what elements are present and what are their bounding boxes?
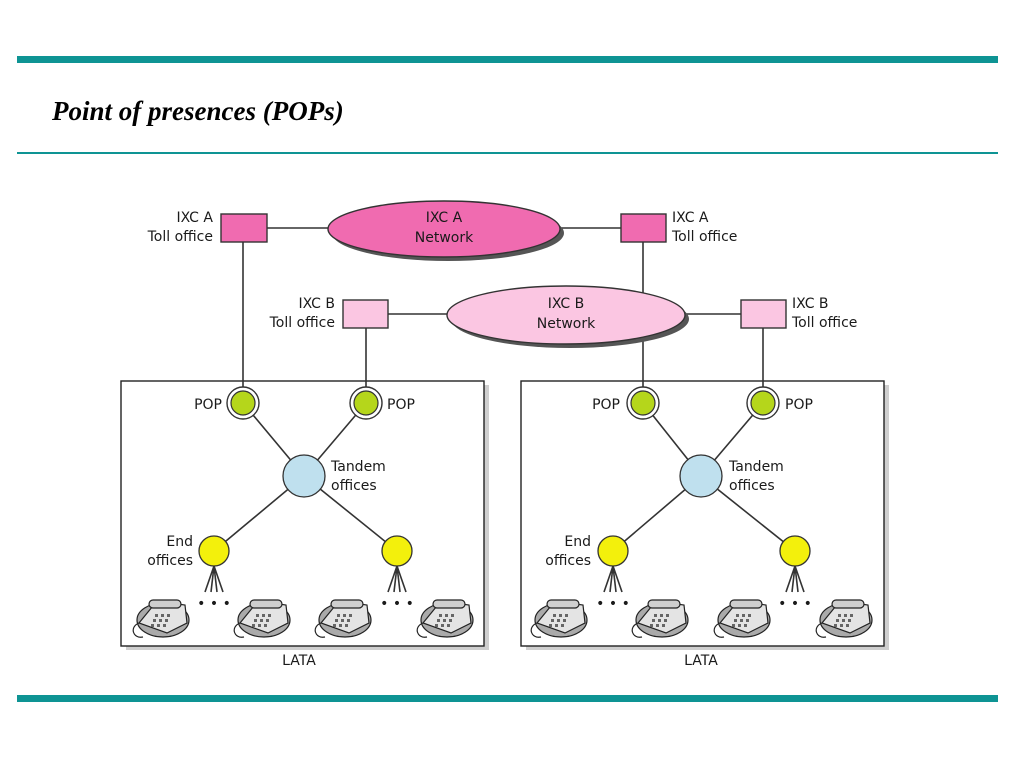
toll-office-label-2: Toll office bbox=[147, 229, 213, 245]
end-office-right-a: End offices bbox=[545, 534, 629, 569]
end-office-label-1: End bbox=[564, 534, 591, 550]
tandem-label-2: offices bbox=[729, 478, 775, 494]
toll-office-label-1: IXC A bbox=[176, 210, 213, 226]
slide-title: Point of presences (POPs) bbox=[52, 96, 344, 126]
tandem-office-right: Tandem offices bbox=[679, 454, 784, 498]
tandem-label-2: offices bbox=[331, 478, 377, 494]
toll-office-label-2: Toll office bbox=[269, 315, 335, 331]
ixc-a-toll-office-right: IXC A Toll office bbox=[620, 210, 737, 245]
end-office-right-b bbox=[779, 535, 811, 567]
tandem-label-1: Tandem bbox=[330, 459, 386, 475]
lata-left bbox=[120, 380, 489, 650]
toll-office-label-1: IXC B bbox=[792, 296, 829, 312]
pop-label: POP bbox=[387, 397, 415, 413]
pop-node: POP bbox=[194, 386, 260, 420]
ixc-a-toll-office-left: IXC A Toll office bbox=[147, 210, 268, 245]
end-office-left-b bbox=[381, 535, 413, 567]
ixc-a-network-label-1: IXC A bbox=[426, 210, 463, 226]
ixc-a-network: IXC A Network bbox=[327, 200, 564, 261]
pop-label: POP bbox=[194, 397, 222, 413]
end-office-label-2: offices bbox=[545, 553, 591, 569]
toll-office-label-2: Toll office bbox=[671, 229, 737, 245]
ixc-b-toll-office-left: IXC B Toll office bbox=[269, 296, 389, 331]
lata-right bbox=[520, 380, 889, 650]
top-accent-bar bbox=[17, 56, 998, 63]
more-phones-ellipsis: • • • bbox=[380, 596, 414, 612]
ixc-b-network: IXC B Network bbox=[446, 285, 689, 348]
end-office-label-1: End bbox=[166, 534, 193, 550]
more-phones-ellipsis: • • • bbox=[596, 596, 630, 612]
ixc-b-network-label-2: Network bbox=[537, 316, 596, 332]
tandem-label-1: Tandem bbox=[728, 459, 784, 475]
pop-label: POP bbox=[592, 397, 620, 413]
toll-office-label-1: IXC A bbox=[672, 210, 709, 226]
toll-office-label-2: Toll office bbox=[791, 315, 857, 331]
more-phones-ellipsis: • • • bbox=[778, 596, 812, 612]
toll-office-label-1: IXC B bbox=[298, 296, 335, 312]
pop-node: POP bbox=[746, 386, 813, 420]
more-phones-ellipsis: • • • bbox=[197, 596, 231, 612]
lata-label-left: LATA bbox=[282, 653, 316, 669]
pop-node: POP bbox=[349, 386, 415, 420]
pop-label: POP bbox=[785, 397, 813, 413]
bottom-accent-bar bbox=[17, 695, 998, 702]
lata-label-right: LATA bbox=[684, 653, 718, 669]
ixc-b-toll-office-right: IXC B Toll office bbox=[740, 296, 857, 331]
tandem-office-left: Tandem offices bbox=[282, 454, 386, 498]
end-office-label-2: offices bbox=[147, 553, 193, 569]
ixc-b-network-label-1: IXC B bbox=[548, 296, 585, 312]
end-office-left-a: End offices bbox=[147, 534, 230, 569]
ixc-a-network-label-2: Network bbox=[415, 230, 474, 246]
pop-node: POP bbox=[592, 386, 660, 420]
title-divider bbox=[17, 152, 998, 154]
